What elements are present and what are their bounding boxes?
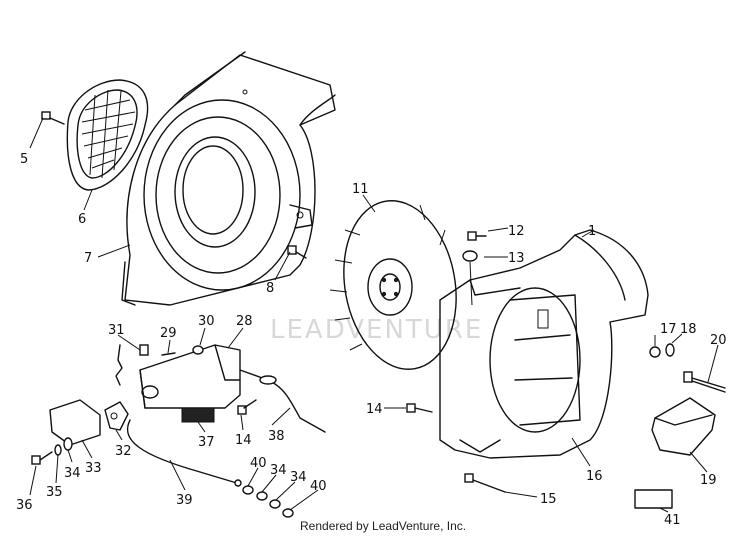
bolt-part-12 xyxy=(467,231,487,241)
callout-12: 12 xyxy=(508,224,525,239)
callout-14-right: 14 xyxy=(366,402,383,417)
callout-labels: 5 6 7 8 11 12 13 1 31 29 30 28 17 18 20 … xyxy=(16,152,727,528)
bolt-part-14-left xyxy=(237,399,257,415)
bolt-part-20 xyxy=(683,371,726,393)
callout-14-left: 14 xyxy=(235,433,252,448)
blower-housing-part-1 xyxy=(439,229,649,459)
callout-11: 11 xyxy=(352,182,369,197)
callout-7: 7 xyxy=(84,251,92,266)
decal-part-41 xyxy=(634,489,673,509)
callout-28: 28 xyxy=(236,314,253,329)
shield-part-19 xyxy=(651,397,716,456)
leader-lines xyxy=(29,117,719,513)
callout-20: 20 xyxy=(710,333,727,348)
callout-34-mid: 34 xyxy=(270,463,287,478)
nut-part-13 xyxy=(462,250,478,262)
callout-16: 16 xyxy=(586,469,603,484)
decal-part-37 xyxy=(181,407,215,423)
knob-part-33 xyxy=(49,399,101,446)
washer-part-34 xyxy=(63,437,73,451)
bolt-part-14-right xyxy=(406,403,433,413)
nut-part-17 xyxy=(649,346,661,358)
callout-34-right: 34 xyxy=(290,470,307,485)
callout-30: 30 xyxy=(198,314,215,329)
bolt-part-8 xyxy=(287,245,307,259)
callout-18: 18 xyxy=(680,322,697,337)
callout-37: 37 xyxy=(198,435,215,450)
callout-40-top: 40 xyxy=(250,456,267,471)
watermark-text: LEADVENTURE xyxy=(270,315,483,345)
throttle-cable-part-39 xyxy=(126,419,242,487)
callout-29: 29 xyxy=(160,326,177,341)
washer-part-35 xyxy=(54,444,62,456)
callout-32: 32 xyxy=(115,444,132,459)
callout-38: 38 xyxy=(268,429,285,444)
callout-36: 36 xyxy=(16,498,33,513)
callout-6: 6 xyxy=(78,212,86,227)
callout-39: 39 xyxy=(176,493,193,508)
throttle-bracket-part-28 xyxy=(139,344,241,409)
callout-31: 31 xyxy=(108,323,125,338)
callout-35: 35 xyxy=(46,485,63,500)
callout-33: 33 xyxy=(85,461,102,476)
washer-part-18 xyxy=(665,343,675,357)
callout-1: 1 xyxy=(588,224,596,239)
callout-17: 17 xyxy=(660,322,677,337)
callout-8: 8 xyxy=(266,281,274,296)
render-credit: Rendered by LeadVenture, Inc. xyxy=(300,519,466,533)
callout-5: 5 xyxy=(20,152,28,167)
callout-41: 41 xyxy=(664,513,681,528)
fan-impeller-part-11 xyxy=(329,200,457,370)
blower-housing-part-7 xyxy=(121,51,336,306)
screw-part-36 xyxy=(31,451,53,465)
pin-part-29 xyxy=(161,352,176,356)
spring-part-31 xyxy=(115,344,149,386)
callout-13: 13 xyxy=(508,251,525,266)
bolt-part-15 xyxy=(464,473,506,493)
callout-15: 15 xyxy=(540,492,557,507)
cable-part-38 xyxy=(239,369,326,433)
lever-part-32 xyxy=(104,401,129,431)
callout-34-left: 34 xyxy=(64,466,81,481)
callout-40-bottom: 40 xyxy=(310,479,327,494)
washers-parts-34-40 xyxy=(242,485,294,518)
screw-part-5 xyxy=(41,111,65,125)
intake-grille-part-6 xyxy=(66,79,149,191)
nut-part-30 xyxy=(192,345,204,355)
callout-19: 19 xyxy=(700,473,717,488)
